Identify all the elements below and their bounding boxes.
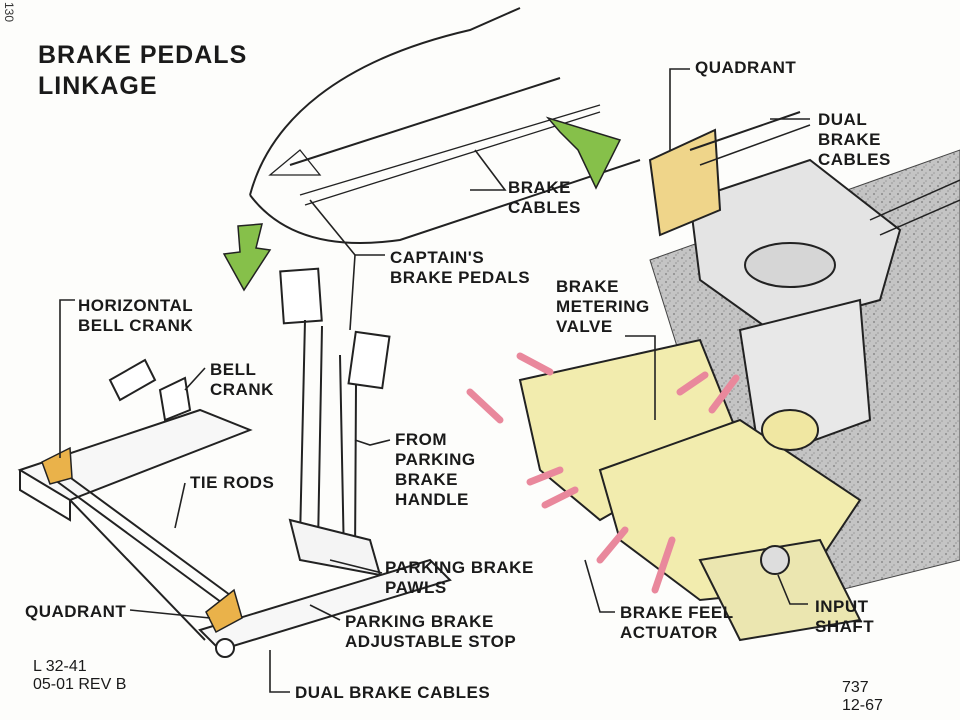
label-dual-brake-cables-bottom: DUAL BRAKE CABLES — [295, 683, 491, 702]
down-arrow — [222, 223, 272, 292]
brake-pedal-assembly — [279, 267, 391, 577]
cockpit-nose-outline — [249, 7, 641, 244]
diagram-title: BRAKE PEDALS LINKAGE — [38, 41, 248, 100]
label-quadrant-right: QUADRANT — [695, 58, 797, 77]
label-quadrant-left: QUADRANT — [25, 602, 127, 621]
label-parking-brake-adjustable-stop: PARKING BRAKE ADJUSTABLE STOP — [345, 612, 517, 651]
label-horizontal-bell-crank: HORIZONTAL BELL CRANK — [78, 296, 194, 335]
label-dual-brake-cables-right: DUAL BRAKE CABLES — [818, 110, 891, 169]
label-parking-brake-pawls: PARKING BRAKE PAWLS — [385, 558, 534, 597]
leader-lines — [59, 68, 810, 693]
document-reference: L 32-41 05-01 REV B — [33, 658, 127, 693]
model-date-reference: 737 12-67 — [842, 679, 883, 714]
linkage-frame — [17, 358, 452, 658]
label-captains-brake-pedals: CAPTAIN'S BRAKE PEDALS — [390, 248, 531, 287]
label-from-parking-brake-handle: FROM PARKING BRAKE HANDLE — [395, 430, 476, 509]
label-bell-crank: BELL CRANK — [210, 360, 274, 399]
label-brake-cables: BRAKE CABLES — [508, 178, 581, 217]
forward-arrow — [545, 116, 622, 190]
hydraulic-hoses — [466, 352, 740, 594]
label-brake-feel-actuator: BRAKE FEEL ACTUATOR — [620, 603, 734, 642]
left-lower-quadrant — [205, 588, 243, 634]
label-brake-metering-valve: BRAKE METERING VALVE — [556, 277, 650, 336]
label-tie-rods: TIE RODS — [190, 473, 275, 492]
label-input-shaft: INPUT SHAFT — [815, 597, 875, 636]
